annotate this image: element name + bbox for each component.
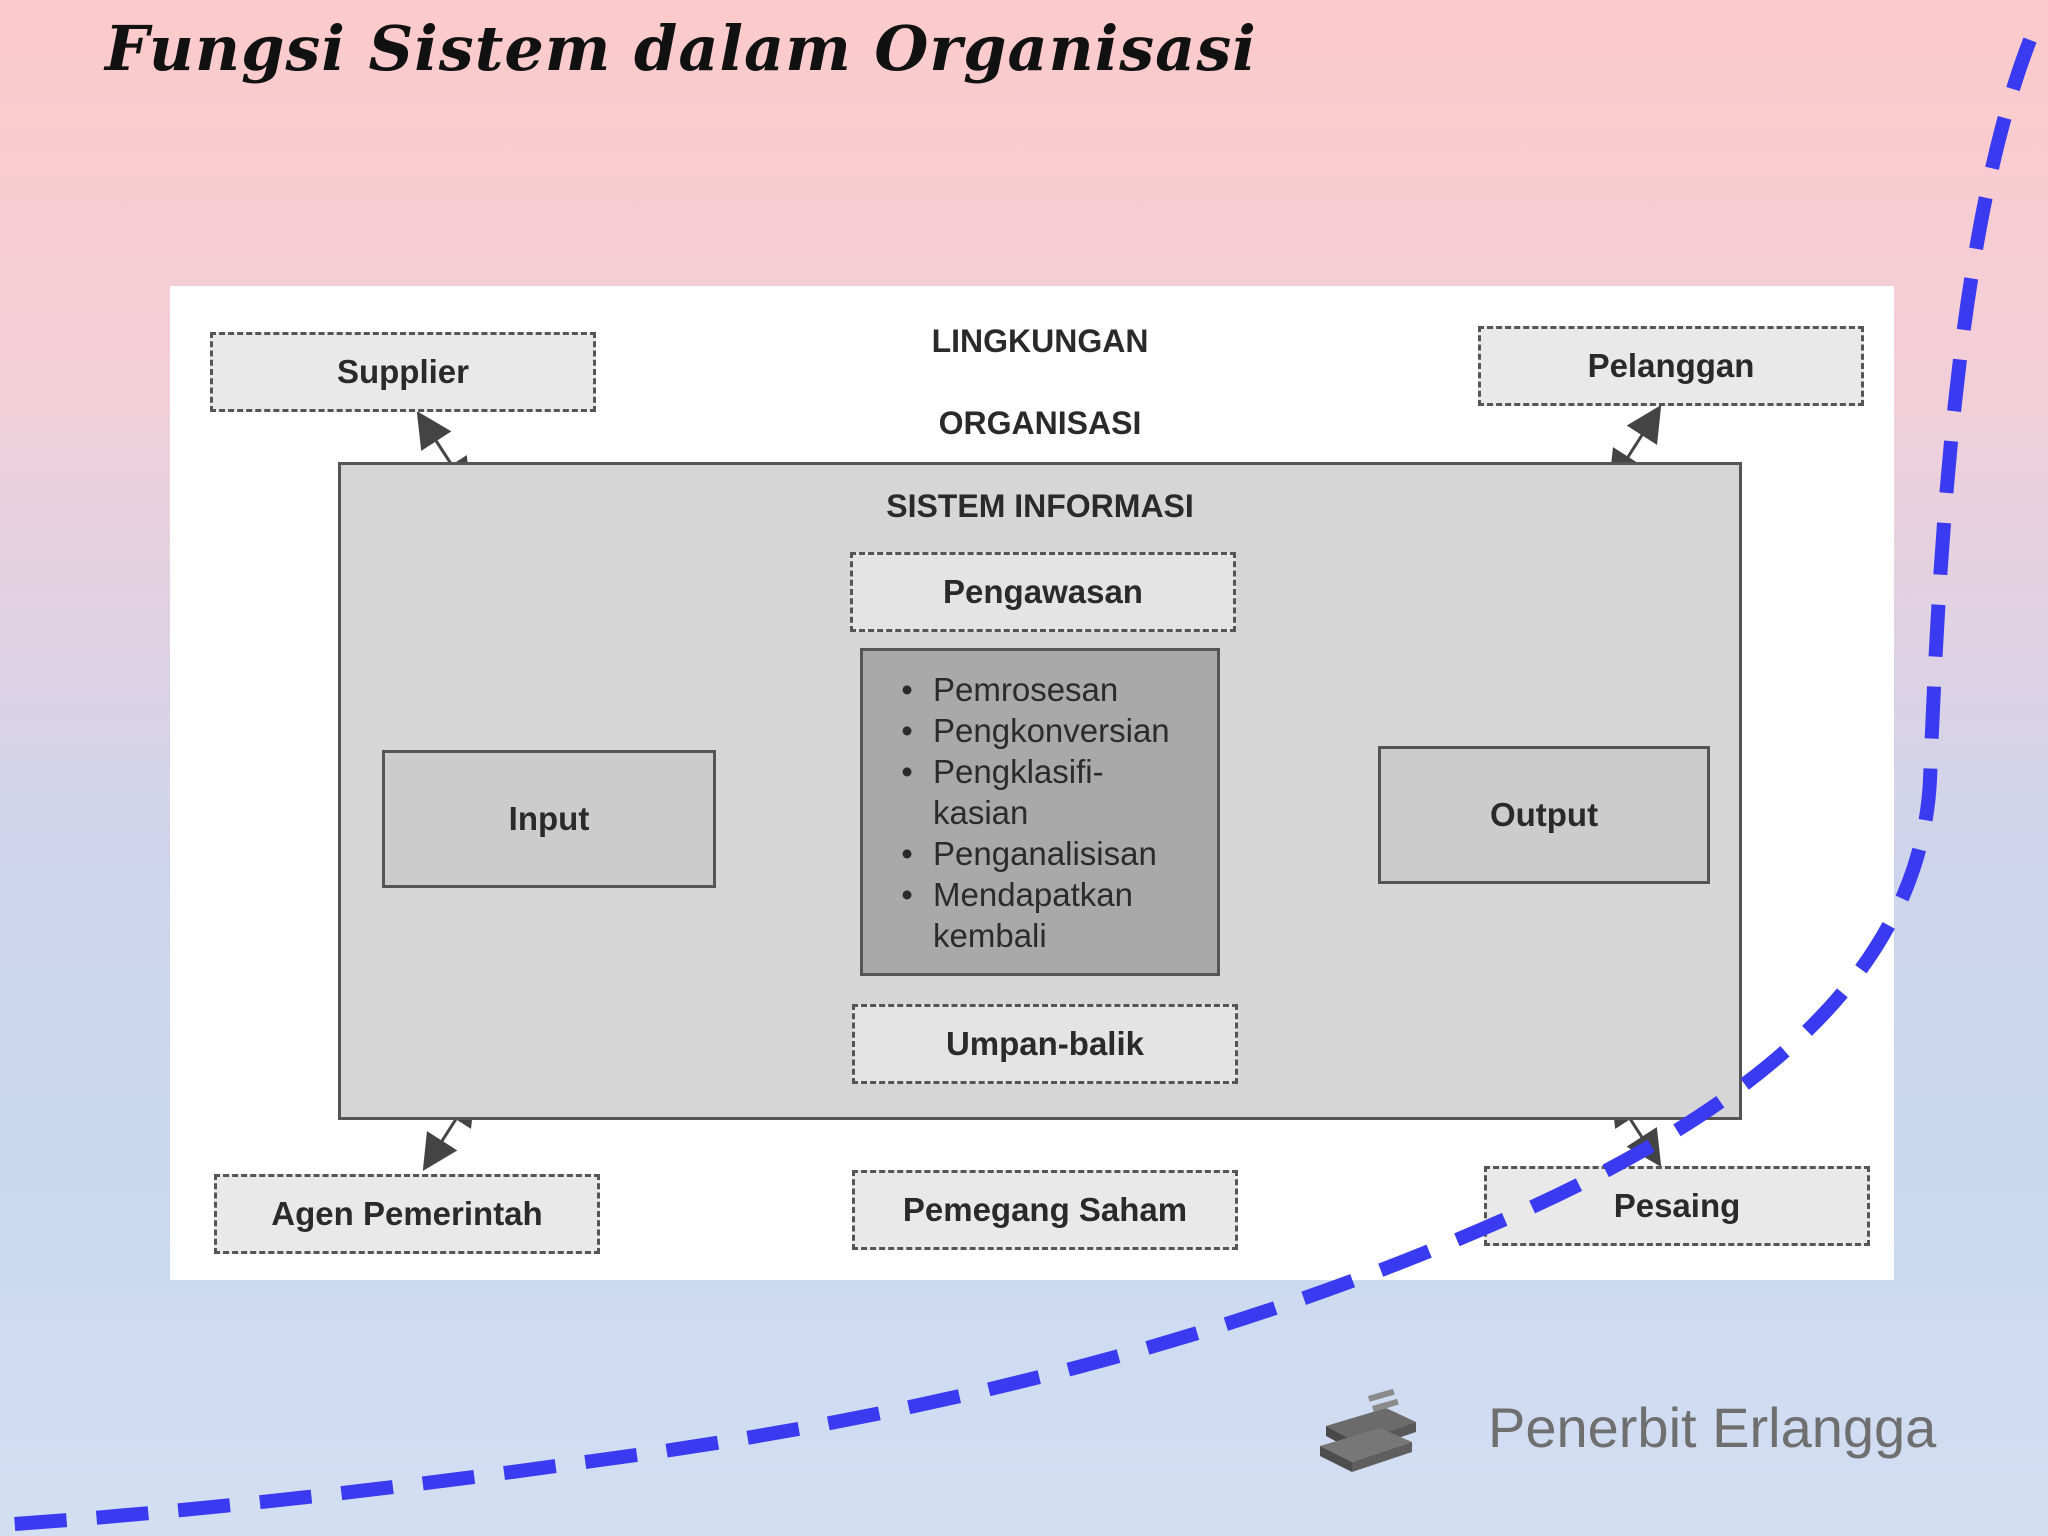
input-box: Input (382, 750, 716, 888)
process-item: •Penganalisisan (901, 835, 1157, 872)
process-item: •Pemrosesan (901, 671, 1119, 708)
output-box: Output (1378, 746, 1710, 884)
slide-title: Fungsi Sistem dalam Organisasi (105, 12, 1257, 85)
shareholder-box: Pemegang Saham (852, 1170, 1238, 1250)
environment-label-line2: ORGANISASI (938, 404, 1142, 441)
process-box: •Pemrosesan •Pengkonversian •Pengklasifi… (860, 648, 1220, 976)
system-title: SISTEM INFORMASI (886, 487, 1194, 524)
process-item: kembali (933, 917, 1047, 954)
books-stack-icon (1320, 1388, 1416, 1472)
diagram-panel: LINGKUNGAN ORGANISASI Supplier Pelanggan… (170, 286, 1894, 1280)
customer-box: Pelanggan (1478, 326, 1864, 406)
feedback-box: Umpan-balik (852, 1004, 1238, 1084)
process-item: •Pengklasifi- (901, 753, 1104, 790)
environment-label-line1: LINGKUNGAN (931, 322, 1149, 359)
publisher-name: Penerbit Erlangga (1488, 1396, 1937, 1459)
control-box: Pengawasan (850, 552, 1236, 632)
process-item: •Mendapatkan (901, 876, 1133, 913)
process-item: kasian (933, 794, 1029, 831)
process-list: •Pemrosesan •Pengkonversian •Pengklasifi… (863, 651, 1217, 956)
process-item: •Pengkonversian (901, 712, 1170, 749)
supplier-box: Supplier (210, 332, 596, 412)
government-box: Agen Pemerintah (214, 1174, 600, 1254)
